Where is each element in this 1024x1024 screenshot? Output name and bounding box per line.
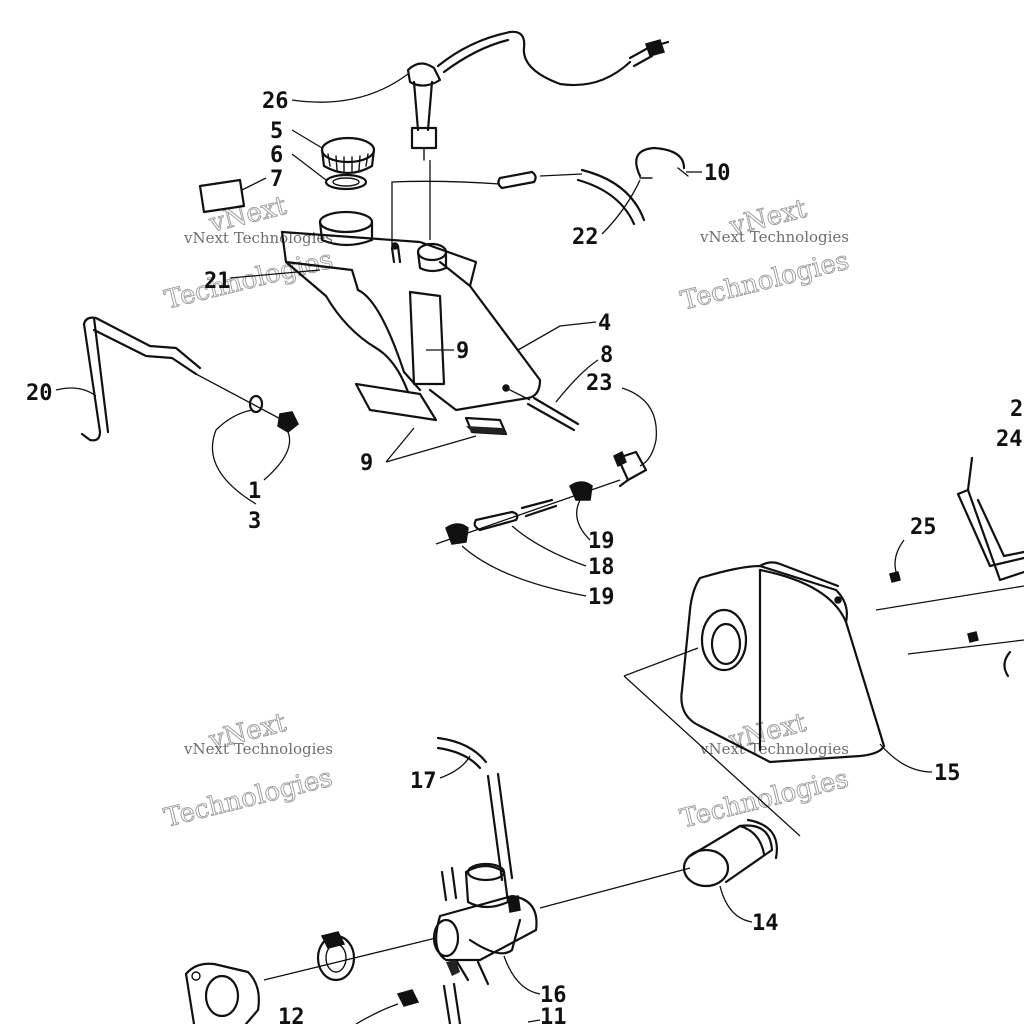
- leader-11: [527, 1019, 541, 1023]
- callout-18: 18: [588, 555, 615, 580]
- callout-22: 22: [572, 225, 599, 250]
- vent-hose-part: [497, 168, 646, 226]
- intake-boot-part: [682, 818, 778, 888]
- impulse-hose-part: [436, 736, 514, 882]
- callout-9b: 9: [360, 451, 373, 476]
- fuel-tank-part: [280, 210, 542, 412]
- watermark-top-left: vNext vNext Technologies Technologies: [161, 190, 336, 316]
- callout-12: 12: [278, 1005, 305, 1024]
- callout-10: 10: [704, 161, 731, 186]
- hose-clamp-part: [635, 146, 689, 179]
- callout-6: 6: [270, 143, 283, 168]
- svg-text:vNext Technologies: vNext Technologies: [699, 228, 849, 246]
- callout-17: 17: [410, 769, 437, 794]
- washer-nut-part: [195, 373, 299, 433]
- strap-rod-part: [505, 387, 580, 432]
- leader-23: [621, 387, 658, 467]
- svg-text:Technologies: Technologies: [677, 764, 851, 835]
- callout-14: 14: [752, 911, 779, 936]
- callout-19b: 19: [588, 585, 615, 610]
- svg-text:Technologies: Technologies: [162, 245, 336, 316]
- nut-tube-part: [355, 982, 462, 1024]
- leader-8: [555, 359, 599, 403]
- callout-24: 24: [996, 427, 1023, 452]
- callout-21: 21: [204, 269, 231, 294]
- leader-18: [511, 525, 587, 567]
- callout-4: 4: [598, 311, 611, 336]
- leader-22: [601, 179, 641, 235]
- leader-20: [55, 387, 97, 397]
- intake-flange-part: [184, 962, 260, 1024]
- leader-19a: [576, 499, 591, 541]
- svg-text:vNext Technologies: vNext Technologies: [183, 740, 333, 758]
- svg-text:vNext Technologies: vNext Technologies: [699, 740, 849, 758]
- watermark-bottom-left: vNext vNext Technologies Technologies: [161, 707, 336, 834]
- leader-19b: [461, 545, 587, 597]
- svg-text:Technologies: Technologies: [678, 246, 852, 317]
- fuel-sender-part: [406, 30, 670, 161]
- leader-15: [879, 743, 933, 773]
- callout-8: 8: [600, 343, 613, 368]
- callout-20: 20: [26, 381, 53, 406]
- callout-26: 26: [262, 89, 289, 114]
- leader-17: [439, 755, 471, 779]
- callout-7: 7: [270, 167, 283, 192]
- air-silencer-part: [623, 561, 886, 837]
- centerline-vent: [391, 173, 583, 248]
- leader-16: [503, 955, 541, 995]
- callout-15: 15: [934, 761, 961, 786]
- leader-14: [719, 885, 753, 923]
- leader-9b: [385, 427, 477, 463]
- carburetor-part: [263, 862, 691, 986]
- decal-part: [198, 178, 246, 214]
- leader-7: [241, 177, 267, 191]
- leader-6: [291, 153, 327, 181]
- leader-26: [291, 73, 409, 103]
- leader-21: [229, 269, 321, 279]
- callout-9a: 9: [456, 339, 469, 364]
- fuel-fitting-part: [613, 450, 648, 488]
- leader-3: [211, 409, 257, 505]
- leader-4: [517, 321, 597, 351]
- callout-16: 16: [540, 983, 567, 1008]
- callout-2x: 2: [1010, 397, 1023, 422]
- leader-25: [894, 539, 905, 573]
- callout-3: 3: [248, 509, 261, 534]
- callout-1: 1: [248, 479, 261, 504]
- svg-text:Technologies: Technologies: [161, 763, 335, 834]
- watermark-top-right: vNext vNext Technologies Technologies: [677, 193, 852, 317]
- callout-11: 11: [540, 1005, 567, 1024]
- callout-25: 25: [910, 515, 937, 540]
- fuel-line-part: [435, 479, 621, 545]
- foam-pad-part: [354, 382, 508, 436]
- intake-bracket-part: [875, 456, 1024, 678]
- svg-text:vNext Technologies: vNext Technologies: [183, 229, 333, 247]
- carb-clamp-part: [316, 931, 356, 982]
- callout-5: 5: [270, 119, 283, 144]
- bracket-rod-part: [80, 316, 202, 442]
- callout-19a: 19: [588, 529, 615, 554]
- leader-5: [291, 129, 323, 149]
- leader-1: [263, 431, 291, 481]
- callout-23: 23: [586, 371, 613, 396]
- filler-cap-part: [320, 136, 376, 191]
